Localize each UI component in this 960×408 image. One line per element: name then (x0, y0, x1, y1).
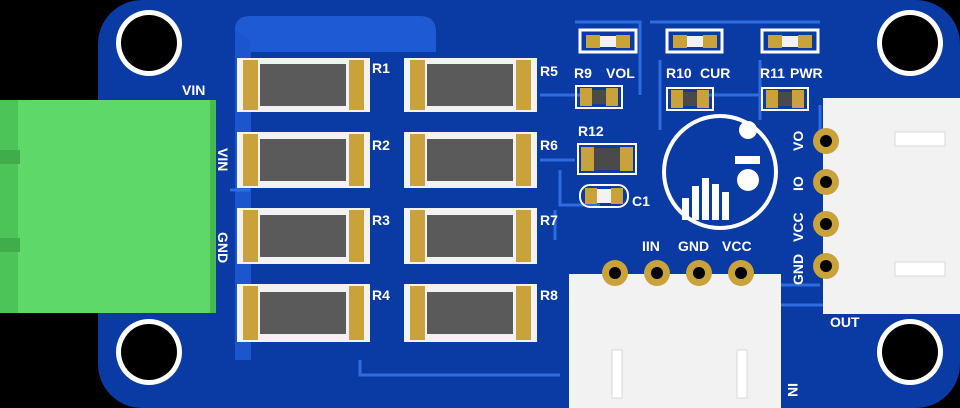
led-vol (578, 28, 638, 54)
hole-top-left (116, 10, 182, 76)
screw-terminal (0, 100, 216, 313)
logo (662, 114, 778, 230)
capacitor-c1 (579, 184, 629, 208)
label-vin-top: VIN (182, 82, 205, 98)
label-r6: R6 (540, 137, 558, 153)
label-r8: R8 (540, 287, 558, 303)
label-out-io: IO (790, 176, 806, 191)
label-out: OUT (830, 314, 860, 330)
hole-bottom-right (877, 319, 943, 385)
label-iin: IIN (642, 238, 660, 254)
label-vol: VOL (606, 65, 635, 81)
copper-pour (235, 16, 436, 52)
label-r3: R3 (372, 212, 390, 228)
resistor-r3 (237, 208, 370, 264)
label-gnd: GND (678, 238, 709, 254)
label-r12: R12 (578, 123, 604, 139)
label-out-vo: VO (790, 131, 806, 151)
label-r11: R11 (760, 65, 785, 81)
label-r10: R10 (666, 65, 692, 81)
resistor-r5 (404, 58, 537, 112)
resistor-r10 (666, 87, 714, 111)
resistor-r11 (761, 87, 809, 111)
resistor-r7 (404, 208, 537, 264)
hole-top-right (877, 10, 943, 76)
label-r5: R5 (540, 63, 558, 79)
resistor-bank (237, 58, 537, 342)
label-r2: R2 (372, 137, 390, 153)
hole-bottom-left (116, 319, 182, 385)
label-out-gnd: GND (790, 254, 806, 285)
copper-pour-left (235, 30, 251, 360)
label-r9: R9 (574, 65, 592, 81)
label-terminal-gnd: GND (215, 232, 231, 263)
led-pwr (760, 28, 820, 54)
label-r1: R1 (372, 60, 390, 76)
resistor-r12 (577, 143, 637, 175)
label-terminal-vin: VIN (215, 148, 231, 171)
label-pwr: PWR (790, 65, 823, 81)
resistor-r1 (237, 58, 370, 112)
resistor-r8 (404, 284, 537, 342)
label-out-vcc: VCC (790, 212, 806, 242)
resistor-r9 (575, 85, 623, 109)
label-in-connector: IN (785, 383, 801, 397)
label-cur: CUR (700, 65, 730, 81)
resistor-r6 (404, 132, 537, 188)
label-r7: R7 (540, 212, 558, 228)
in-connector (569, 260, 781, 408)
resistor-r4 (237, 284, 370, 342)
label-vcc: VCC (722, 238, 752, 254)
label-c1: C1 (632, 193, 650, 209)
label-r4: R4 (372, 287, 390, 303)
out-connector (813, 98, 960, 314)
resistor-r2 (237, 132, 370, 188)
led-cur (665, 28, 724, 54)
